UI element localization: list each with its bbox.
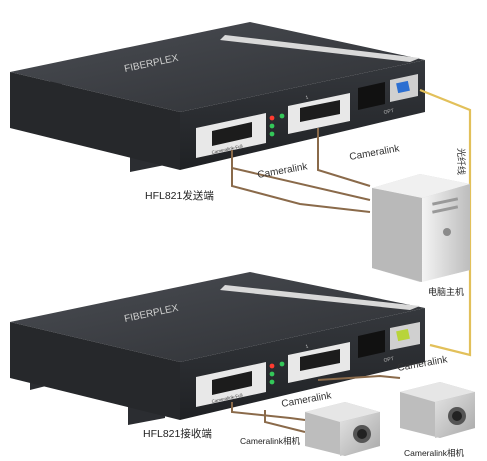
bottom-device-port-right-num: 1 <box>305 343 309 349</box>
top-cable-right-label: Cameralink <box>349 143 402 163</box>
bottom-device-side-face <box>10 322 180 420</box>
bottom-device-port-left-label: Cameralink-Full <box>211 393 243 404</box>
bottom-cable-left <box>231 402 306 421</box>
camera-right <box>400 382 475 438</box>
bottom-device-led-2 <box>269 371 275 377</box>
bottom-device: FIBERPLEX Cameralink-Full 1 OPT <box>10 272 425 425</box>
top-device-leds <box>269 113 285 137</box>
top-device-led-4 <box>279 113 285 119</box>
bottom-device-port-left[interactable]: Cameralink-Full <box>196 362 266 407</box>
top-cable-left-b <box>231 168 371 213</box>
bottom-device-led-4 <box>279 361 285 367</box>
camera-left <box>305 402 380 456</box>
top-device-top-face <box>10 22 425 112</box>
pc-power-button <box>443 228 451 236</box>
camera-left-label: Cameralink相机 <box>240 436 300 446</box>
bottom-device-label: HFL821接收端 <box>143 427 212 440</box>
bottom-device-leds <box>269 361 285 385</box>
bottom-device-sfp[interactable]: OPT <box>358 322 420 364</box>
top-device-led-3 <box>269 131 275 137</box>
bottom-cable-right <box>317 374 401 381</box>
top-device-port-right-num: 1 <box>305 94 309 100</box>
bottom-device-label-strip <box>220 285 420 310</box>
top-device-port-right[interactable]: 1 <box>288 93 350 134</box>
top-device-led-1 <box>269 115 275 121</box>
top-device-side-face <box>10 72 180 170</box>
bottom-device-port-right[interactable]: 1 <box>288 342 350 383</box>
bottom-device-led-1 <box>269 363 275 369</box>
bottom-device-top-face <box>10 272 425 362</box>
top-device-label: HFL821发送端 <box>145 189 214 202</box>
pc-tower <box>372 174 470 282</box>
top-cable-right <box>317 128 371 187</box>
bottom-cable-left-b <box>264 410 306 433</box>
top-device-led-2 <box>269 123 275 129</box>
top-cable-left-label: Cameralink <box>257 161 310 181</box>
top-device-port-left-label: Cameralink-Full <box>211 144 243 155</box>
fiber-cable-label: 光纤线 <box>456 148 467 175</box>
top-device-label-strip <box>220 35 420 62</box>
top-device-sfp[interactable]: OPT <box>358 74 418 116</box>
top-device: FIBERPLEX Cameralink-Full 1 OPT <box>10 22 425 172</box>
camera-right-label: Cameralink相机 <box>404 448 464 458</box>
bottom-device-led-3 <box>269 379 275 385</box>
top-device-port-left[interactable]: Cameralink-Full <box>196 113 266 158</box>
bottom-device-sfp-label: OPT <box>383 356 394 364</box>
pc-label: 电脑主机 <box>428 286 464 297</box>
top-device-sfp-label: OPT <box>383 108 394 116</box>
